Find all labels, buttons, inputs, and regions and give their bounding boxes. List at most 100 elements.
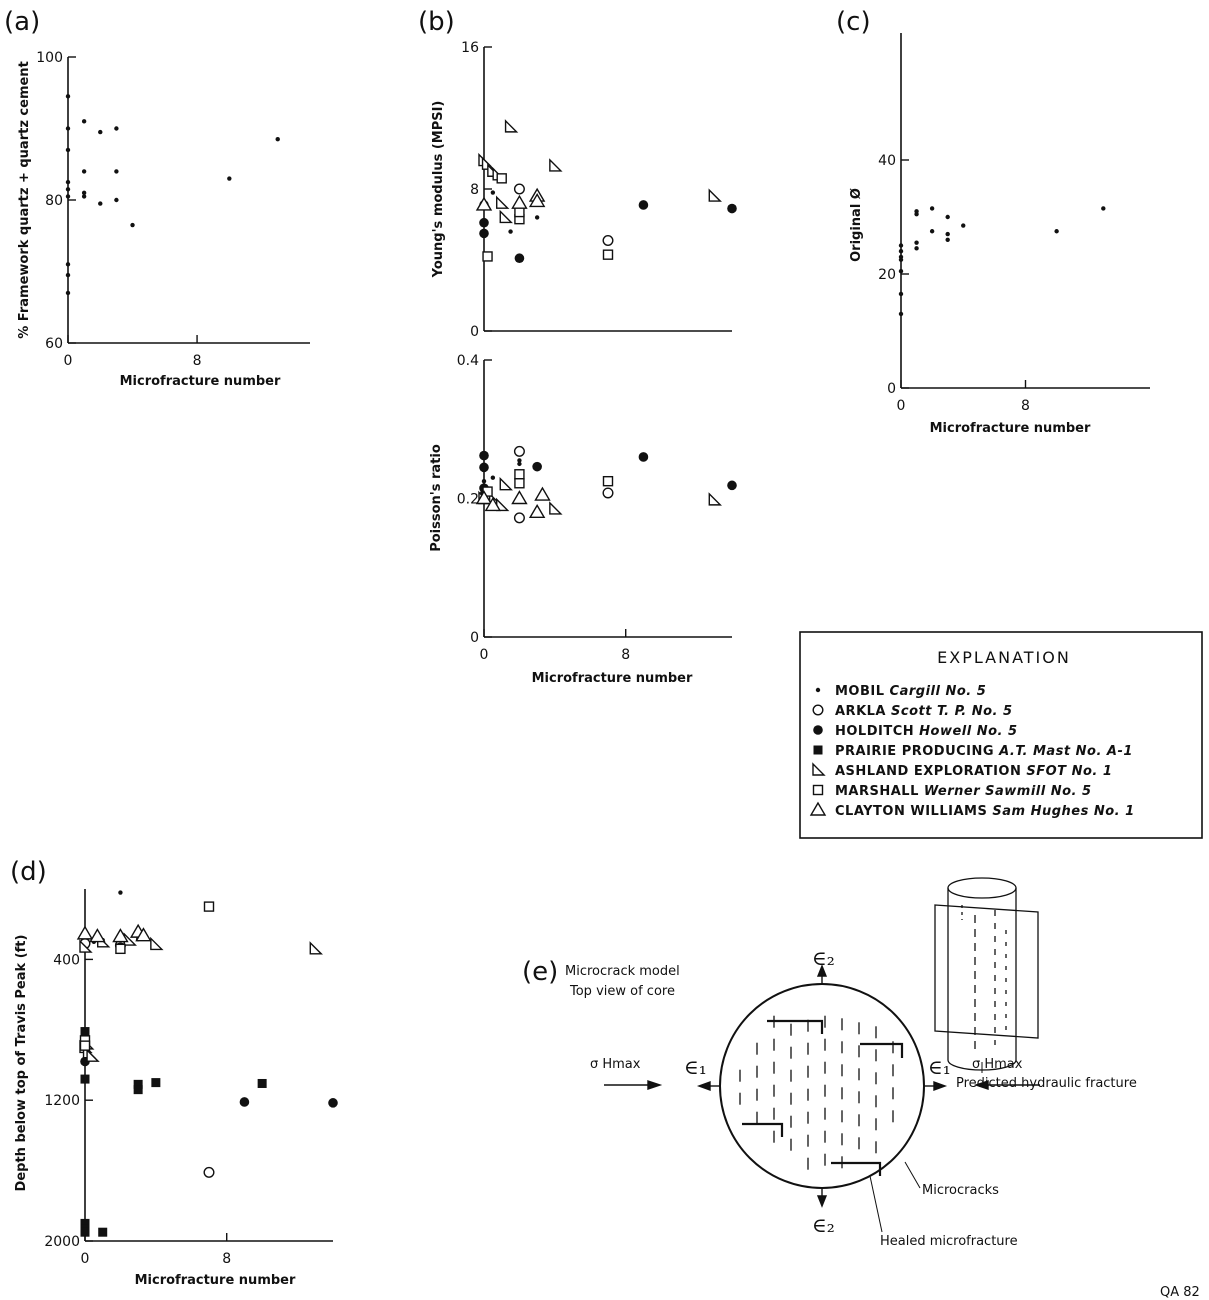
panel-b_top-point-0-1-shape (508, 229, 513, 234)
legend-marker-5-shape (812, 784, 824, 796)
panel-b_bottom-xtick-label-0: 0 (480, 647, 489, 663)
panel-c-ytick-label-2: 40 (878, 153, 896, 169)
panel-b_top-point-5-1-shape (496, 173, 507, 184)
panel-a-point-0-1-shape (65, 126, 71, 131)
panel-a-point-0-19-shape (227, 176, 232, 181)
hydraulic-fracture-sketch (934, 877, 1039, 1071)
panel-b_bottom-point-6-4-shape (534, 486, 551, 501)
panel-d-point-1-2-shape (203, 1166, 215, 1178)
panel-d-point-3-4 (80, 1227, 90, 1237)
panel-d-point-5-1 (79, 1040, 91, 1051)
panel-b_bottom-point-2-5-shape (638, 452, 649, 462)
panel-b-label: (b) (418, 7, 455, 37)
microcracks-leader (904, 1161, 921, 1189)
panel-a-point-0-19 (227, 176, 232, 181)
legend-marker-5 (812, 784, 824, 796)
legend-marker-4-shape (812, 762, 826, 776)
panel-c-point-0-11 (929, 206, 935, 211)
panel-c-point-0-18-shape (1101, 206, 1106, 211)
panel-c-point-0-9 (914, 240, 919, 245)
panel-b_top-point-6-3 (528, 193, 546, 208)
legend-entry-5: MARSHALL Werner Sawmill No. 5 (835, 784, 1092, 799)
healed-fracture-3 (742, 1122, 784, 1137)
panel-d-ytick-label-1: 1200 (44, 1093, 80, 1109)
legend-well-6: Sam Hughes No. 1 (992, 804, 1134, 819)
sigma-left-arrowhead (647, 1080, 663, 1090)
panel-b_top-point-2-3-shape (514, 253, 525, 264)
eps1-right-label: ∈₁ (928, 1055, 951, 1079)
panel-b_top-point-4-8 (708, 188, 722, 202)
panel-c-point-0-16-shape (961, 223, 966, 228)
panel-b_top-point-2-4-shape (638, 200, 649, 210)
panel-a-point-0-16 (114, 169, 119, 174)
eps2-bottom-label: ∈₂ (812, 1213, 835, 1237)
eps1-left-arrowhead (696, 1081, 711, 1091)
panel-b_top-ytick-label-2: 16 (461, 40, 479, 56)
panel-a-y-label: % Framework quartz + quartz cement (17, 61, 32, 339)
legend-entry-1: ARKLA Scott T. P. No. 5 (835, 704, 1013, 719)
panel-d-point-0-4-shape (118, 890, 123, 895)
panel-c-point-0-13-shape (945, 214, 950, 220)
panel-b_bottom-ytick-label-0: 0 (470, 630, 479, 646)
panel-b_top-point-0-5-shape (534, 215, 540, 220)
panel-d-point-5-3 (203, 901, 215, 912)
panel-d-point-6-4-shape (135, 927, 152, 942)
legend-well-0: Cargill No. 5 (890, 684, 987, 699)
panel-b_top-point-2-5-shape (727, 203, 737, 214)
panel-b_bottom-point-0-3-shape (517, 458, 522, 463)
panel-b_bottom-point-4-6-shape (708, 492, 722, 506)
panel-b_top-point-6-1-shape (511, 194, 528, 209)
legend-well-1: Scott T. P. No. 5 (891, 704, 1013, 719)
panel-d-point-5-3-shape (203, 901, 215, 912)
legend-marker-0-shape (815, 687, 821, 693)
panel-a-point-0-11 (81, 190, 87, 196)
panel-b_top-point-5-4 (602, 249, 614, 260)
panel-a-ytick-label-1: 80 (45, 193, 63, 209)
panel-a-point-0-7-shape (65, 272, 71, 278)
panel-d-point-5-1-shape (79, 1040, 91, 1051)
panel-b_top-point-2-5 (727, 203, 737, 214)
panel-d-point-2-3-shape (328, 1098, 338, 1108)
panel-c-point-0-9-shape (914, 240, 919, 245)
panel-d-point-3-9 (257, 1078, 267, 1088)
figure-code: QA 82 (1160, 1285, 1200, 1300)
panel-b_top-point-2-3 (514, 253, 525, 264)
panel-d-point-6-1-shape (89, 928, 106, 943)
panel-a-point-0-14 (98, 201, 103, 206)
panel-d-point-1-2 (203, 1166, 215, 1178)
panel-c-point-0-17-shape (1054, 229, 1059, 234)
panel-b_bottom-point-2-0-shape (479, 450, 489, 461)
panel-b_top-point-5-4-shape (602, 249, 614, 260)
diagram-e-label: (e) (522, 957, 558, 987)
panel-c-point-0-15-shape (945, 237, 950, 242)
panel-b_bottom-point-4-5 (549, 501, 563, 515)
panel-a-point-0-0-shape (65, 94, 71, 99)
legend-entry-4: ASHLAND EXPLORATION SFOT No. 1 (835, 764, 1112, 779)
panel-c-ytick-label-0: 0 (887, 381, 896, 397)
panel-a-point-0-4-shape (65, 187, 71, 192)
legend-marker-1-shape (812, 704, 824, 716)
panel-b_top-point-5-1 (496, 173, 507, 184)
panel-b_bottom-point-0-0 (481, 478, 487, 484)
panel-c-point-0-5-shape (898, 291, 904, 297)
panel-a-point-0-16-shape (114, 169, 119, 174)
panel-d-point-3-6 (133, 1079, 143, 1089)
panel-b_bottom-point-5-0-shape (482, 486, 493, 497)
panel-b_top-point-5-3-shape (514, 206, 525, 218)
panel-d-label: (d) (10, 857, 47, 887)
legend-marker-6-shape (809, 801, 827, 816)
panel-b_bottom-point-2-1 (479, 462, 489, 473)
panel-b_bottom-point-5-2 (514, 478, 525, 489)
legend-marker-4 (812, 762, 826, 776)
sigma-hmax-right: σ Hmax (972, 1057, 1023, 1072)
panel-b_bottom-point-6-0 (475, 490, 493, 505)
legend-frame (799, 631, 1203, 839)
panel-b_bottom-point-5-1 (514, 469, 525, 480)
microcracks-label: Microcracks (922, 1183, 999, 1198)
panel-b_bottom-point-4-4-shape (499, 476, 513, 491)
panel-a-point-0-1 (65, 126, 71, 131)
panel-b_top-point-4-5 (499, 209, 513, 224)
legend-marker-3-shape (813, 745, 823, 755)
panel-d-point-6-0 (76, 925, 94, 940)
